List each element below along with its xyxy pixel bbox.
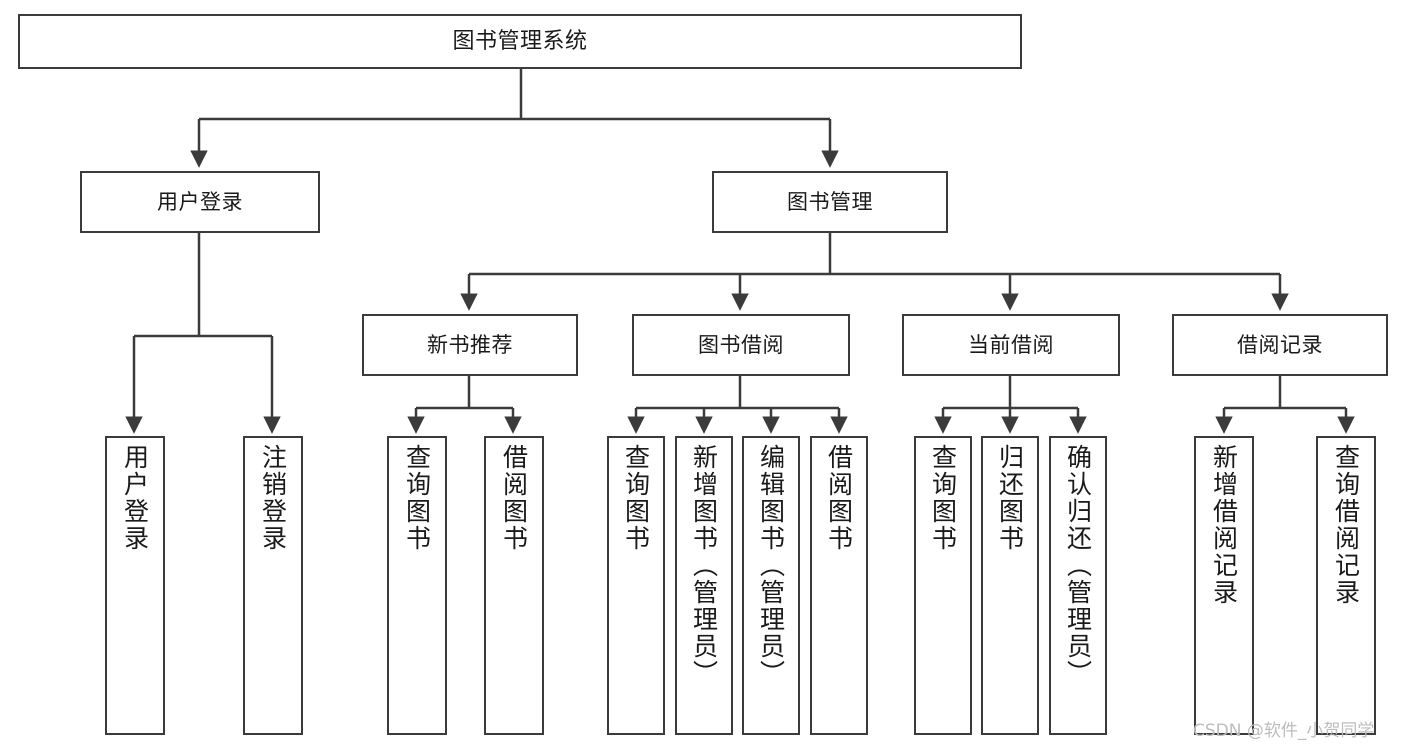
node-label: 借阅记录 bbox=[1237, 332, 1323, 357]
node-label: 当前借阅 bbox=[968, 332, 1054, 357]
node-label: 新书推荐 bbox=[427, 332, 513, 357]
node-leaf-logout-login[interactable]: 注销登录 bbox=[243, 436, 303, 735]
node-label: 借阅图书 bbox=[499, 444, 529, 552]
node-label: 新增借阅记录 bbox=[1209, 444, 1239, 606]
node-label: 借阅图书 bbox=[824, 444, 854, 552]
node-leaf-query-book-current[interactable]: 查询图书 bbox=[914, 436, 972, 735]
csdn-watermark: CSDN @软件_小贺同学 bbox=[1193, 721, 1375, 741]
node-label: 编辑图书（管理员） bbox=[756, 444, 786, 687]
node-label: 图书借阅 bbox=[698, 332, 784, 357]
node-label: 归还图书 bbox=[995, 444, 1025, 552]
node-borrow-record[interactable]: 借阅记录 bbox=[1172, 314, 1388, 376]
node-leaf-edit-book[interactable]: 编辑图书（管理员） bbox=[742, 436, 800, 735]
node-label: 图书管理系统 bbox=[452, 28, 588, 54]
node-label: 确认归还（管理员） bbox=[1063, 444, 1093, 687]
node-label: 注销登录 bbox=[258, 444, 288, 552]
node-leaf-add-book[interactable]: 新增图书（管理员） bbox=[675, 436, 733, 735]
node-book-manage[interactable]: 图书管理 bbox=[712, 171, 948, 233]
node-root-system[interactable]: 图书管理系统 bbox=[18, 14, 1022, 69]
node-leaf-query-book-recommend[interactable]: 查询图书 bbox=[387, 436, 447, 735]
node-label: 用户登录 bbox=[157, 189, 243, 214]
node-current-borrow[interactable]: 当前借阅 bbox=[902, 314, 1120, 376]
node-leaf-borrow-book[interactable]: 借阅图书 bbox=[810, 436, 868, 735]
node-leaf-user-login[interactable]: 用户登录 bbox=[105, 436, 165, 735]
node-label: 查询借阅记录 bbox=[1331, 444, 1361, 606]
node-leaf-borrow-book-recommend[interactable]: 借阅图书 bbox=[484, 436, 544, 735]
node-new-book-recommend[interactable]: 新书推荐 bbox=[362, 314, 578, 376]
node-leaf-query-book-borrow[interactable]: 查询图书 bbox=[607, 436, 665, 735]
node-label: 查询图书 bbox=[402, 444, 432, 552]
node-leaf-confirm-return[interactable]: 确认归还（管理员） bbox=[1049, 436, 1107, 735]
node-leaf-add-borrow-record[interactable]: 新增借阅记录 bbox=[1194, 436, 1254, 735]
node-label: 新增图书（管理员） bbox=[689, 444, 719, 687]
node-leaf-return-book[interactable]: 归还图书 bbox=[981, 436, 1039, 735]
node-label: 查询图书 bbox=[928, 444, 958, 552]
node-label: 图书管理 bbox=[787, 189, 873, 214]
node-label: 用户登录 bbox=[120, 444, 150, 552]
node-leaf-query-borrow-record[interactable]: 查询借阅记录 bbox=[1316, 436, 1376, 735]
node-label: 查询图书 bbox=[621, 444, 651, 552]
node-book-borrow[interactable]: 图书借阅 bbox=[632, 314, 850, 376]
node-user-login[interactable]: 用户登录 bbox=[80, 171, 320, 233]
